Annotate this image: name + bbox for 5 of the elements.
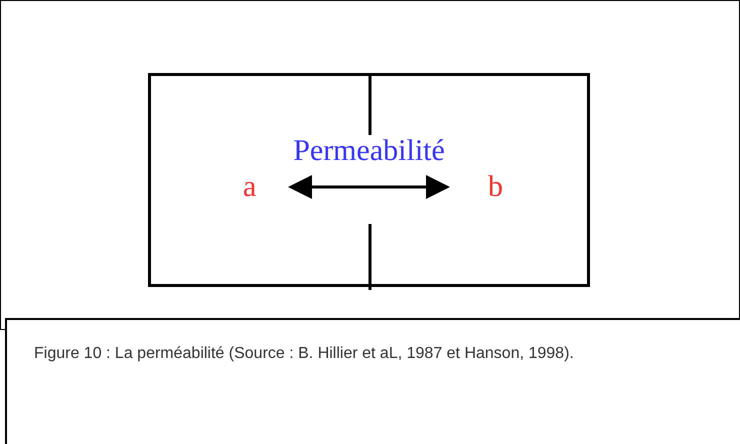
figure-caption: Figure 10 : La perméabilité (Source : B. Hillier et aL, 1987 et Hanson, 1998).: [34, 344, 575, 364]
room-label: b: [453, 169, 503, 205]
double-arrow: [288, 175, 450, 199]
room-label: a: [243, 169, 285, 205]
room-outline: [148, 73, 590, 287]
